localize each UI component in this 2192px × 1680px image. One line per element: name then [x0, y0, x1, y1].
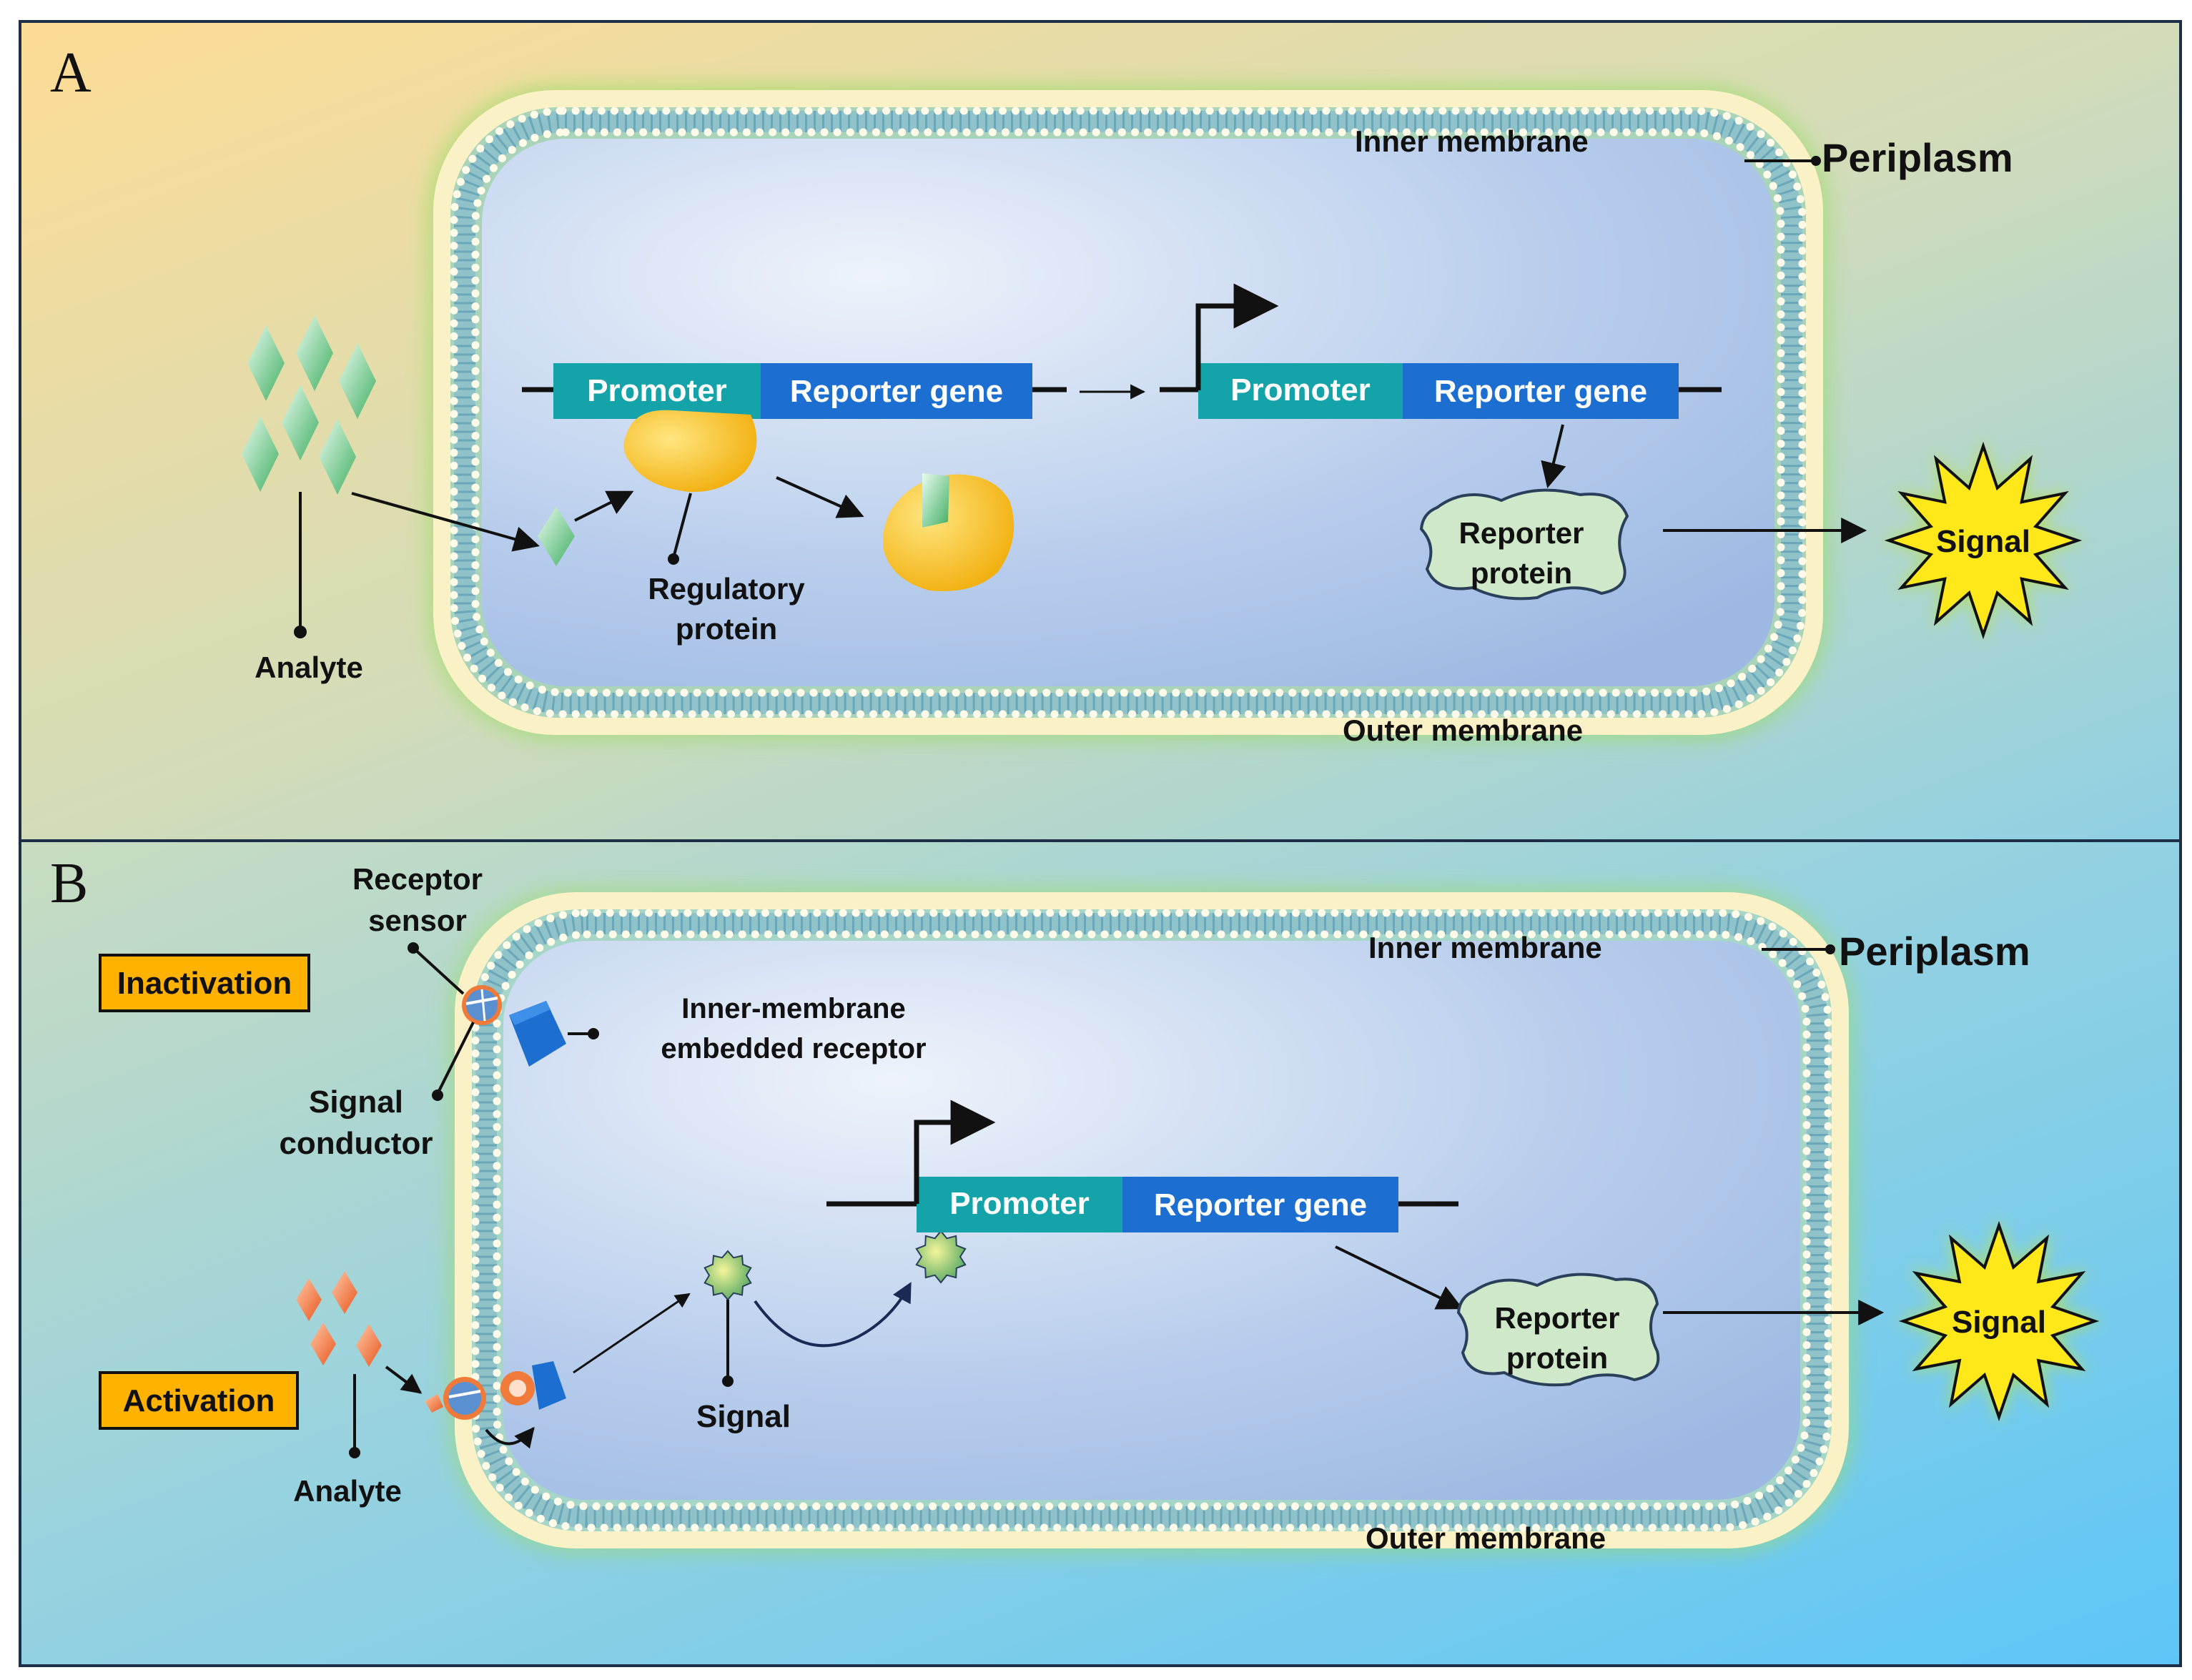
reporter-gene-label: Reporter gene — [1154, 1187, 1367, 1222]
panel-a: A Inner membrane Periplasm Outer membran… — [19, 20, 2182, 842]
transcription-start-arrow — [1195, 283, 1279, 390]
panel-b: B Inner membrane Periplasm Outer membran… — [19, 839, 2182, 1667]
reporter-gene-label: Reporter gene — [790, 374, 1003, 409]
analyte-crystal — [339, 343, 376, 419]
inner-membrane-receptor-inactive — [509, 1001, 566, 1067]
reporter-protein — [1456, 1273, 1660, 1387]
regulatory-protein-label: Regulatory — [648, 572, 805, 606]
promoter-block — [917, 1177, 1122, 1232]
promoter-label: Promoter — [587, 373, 727, 408]
signal-label: Signal — [1952, 1305, 2046, 1340]
analyte-crystal — [332, 1271, 357, 1314]
receptor-sensor-active — [425, 1377, 486, 1420]
analyte-crystal — [319, 419, 356, 495]
regulatory-protein-label: protein — [676, 612, 777, 646]
inactivation-box — [99, 954, 310, 1012]
receptor-sensor-inactive — [462, 985, 502, 1025]
analyte-crystal — [242, 416, 279, 492]
inner-membrane-label: Inner membrane — [1355, 124, 1589, 158]
inner-membrane-receptor-active — [500, 1361, 566, 1410]
receptor-sensor-label: Receptor — [352, 862, 483, 896]
analyte-crystal — [282, 385, 319, 460]
analyte-label: Analyte — [255, 651, 363, 684]
analyte-crystal — [296, 315, 333, 391]
signal-molecule-label: Signal — [696, 1399, 791, 1434]
reporter-protein — [1419, 488, 1629, 601]
activation-box — [99, 1371, 299, 1430]
analyte-crystal — [310, 1323, 336, 1365]
inactivation-label: Inactivation — [117, 966, 292, 1001]
analyte-cluster — [296, 1271, 382, 1367]
signal-burst — [1896, 1218, 2102, 1424]
reporter-gene-block — [761, 363, 1032, 419]
analyte-cluster — [242, 315, 376, 495]
promoter-label: Promoter — [949, 1186, 1090, 1221]
promoter-label: Promoter — [1230, 372, 1371, 407]
analyte-label: Analyte — [293, 1474, 402, 1508]
reporter-gene-block — [1122, 1177, 1398, 1232]
bound-analyte — [538, 506, 575, 566]
panel-letter: B — [50, 852, 88, 915]
periplasm-label: Periplasm — [1839, 929, 2030, 974]
reporter-protein-label: Reporter — [1458, 516, 1584, 550]
analyte-crystal — [247, 325, 285, 401]
signal-burst — [1882, 439, 2085, 642]
periplasm-label: Periplasm — [1822, 135, 2013, 180]
promoter-block — [1198, 363, 1403, 419]
bound-analyte — [922, 473, 949, 528]
regulatory-protein — [623, 410, 757, 493]
inner-membrane-label: Inner membrane — [1368, 931, 1602, 964]
inner-membrane-receptor-label: Inner-membrane — [681, 993, 905, 1024]
reporter-protein-label: Reporter — [1494, 1301, 1619, 1335]
transcription-start-arrow — [914, 1100, 996, 1204]
signal-conductor-label: Signal — [309, 1084, 403, 1120]
activation-label: Activation — [123, 1383, 275, 1418]
signal-molecule-bound — [915, 1230, 967, 1284]
receptor-sensor-label: sensor — [368, 904, 467, 937]
signal-label: Signal — [1936, 524, 2030, 559]
promoter-block — [553, 363, 761, 419]
regulatory-protein-complex — [883, 474, 1014, 591]
reporter-gene-label: Reporter gene — [1434, 374, 1647, 409]
analyte-crystal — [356, 1324, 382, 1367]
analyte-entry-arrow — [351, 492, 540, 552]
inner-membrane-receptor-label: embedded receptor — [661, 1033, 926, 1064]
reporter-protein-label: protein — [1471, 556, 1572, 590]
signal-conductor-label: conductor — [279, 1126, 433, 1161]
analyte-crystal — [296, 1278, 322, 1321]
outer-membrane-label: Outer membrane — [1366, 1521, 1606, 1555]
outer-membrane-label: Outer membrane — [1343, 713, 1583, 747]
reporter-gene-block — [1403, 363, 1679, 419]
panel-letter: A — [50, 41, 92, 104]
reporter-protein-label: protein — [1506, 1341, 1608, 1375]
